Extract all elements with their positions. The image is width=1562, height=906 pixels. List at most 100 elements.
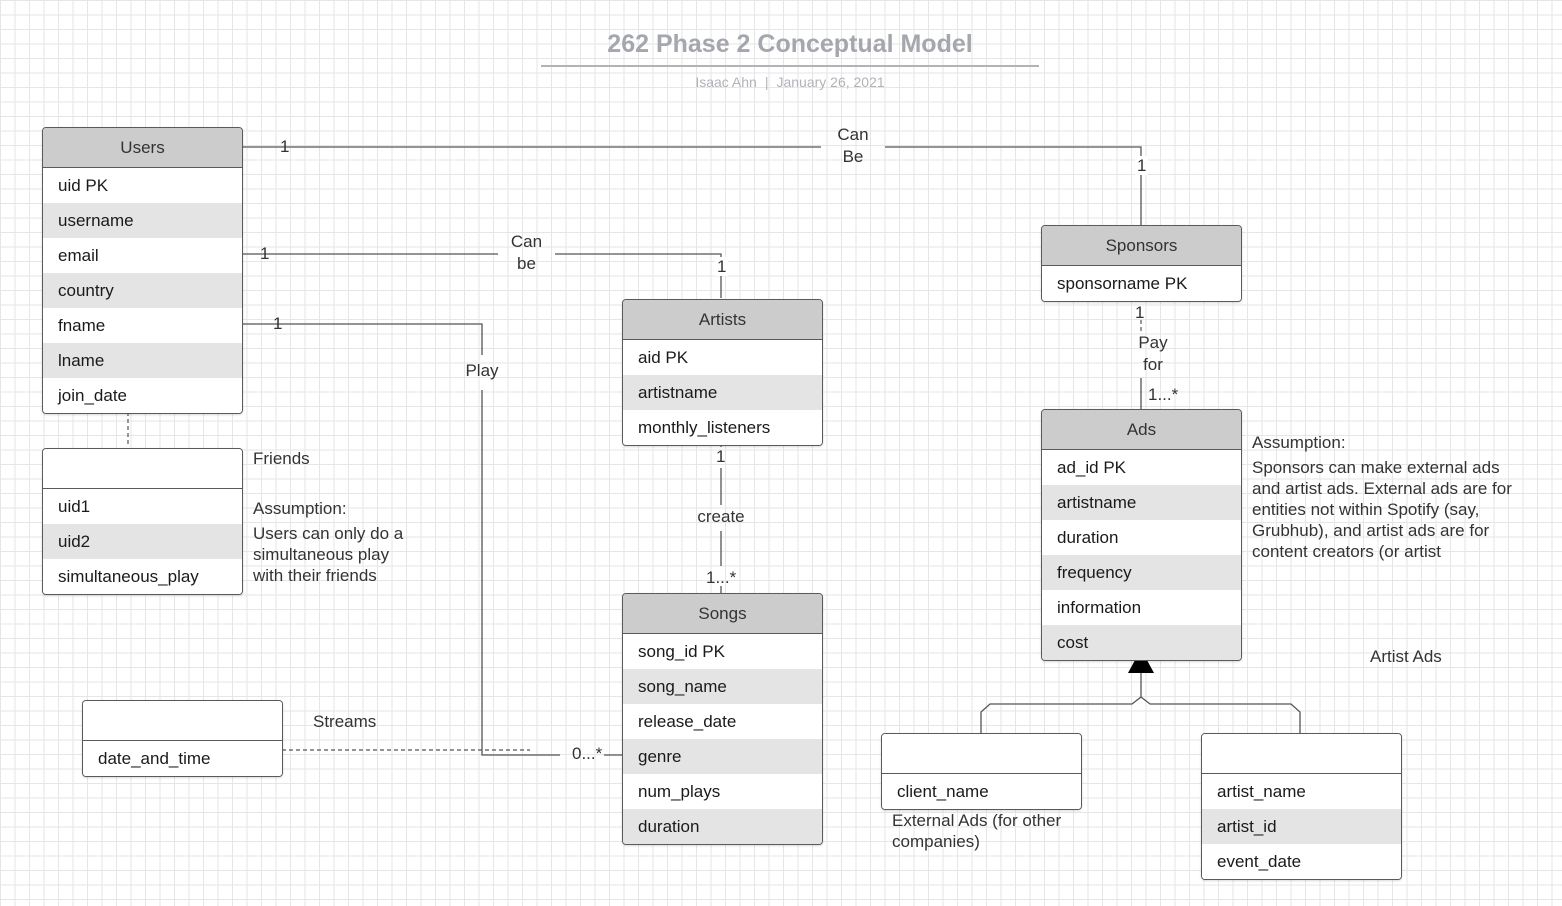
sponsors-ads-label-1: Pay [1138,333,1168,352]
note-line: simultaneous play [253,545,390,564]
artist-ads-label: Artist Ads [1370,647,1442,666]
entity-attribute: lname [43,343,242,378]
entity-attribute: release_date [623,704,822,739]
entity-attribute: client_name [882,774,1081,809]
entity-attribute: event_date [1202,844,1401,879]
entity-attribute: join_date [43,378,242,413]
entity-attribute: date_and_time [83,741,282,776]
external-ads-entity-header [882,734,1081,774]
artists-songs-card-to: 1...* [706,568,737,587]
artists-songs-label: create [697,507,745,526]
entity-attribute: information [1042,590,1241,625]
entity-attribute: num_plays [623,774,822,809]
users-sponsors-connector-2 [885,146,1142,225]
external-ads-label: External Ads (for other companies) [892,810,1092,852]
note-line: Sponsors can make external ads [1252,458,1500,477]
ads-entity[interactable]: Ads ad_id PK artistname duration frequen… [1041,409,1242,661]
sponsors-entity[interactable]: Sponsors sponsorname PK [1041,225,1242,302]
entity-attribute: username [43,203,242,238]
entity-attribute: frequency [1042,555,1241,590]
entity-attribute: aid PK [623,340,822,375]
users-entity[interactable]: Users uid PK username email country fnam… [42,127,243,414]
users-artists-card-from: 1 [260,244,270,263]
entity-attribute: duration [1042,520,1241,555]
entity-attribute: ad_id PK [1042,450,1241,485]
ads-artist-branch [1140,696,1301,733]
entity-attribute: genre [623,739,822,774]
users-songs-card-from: 1 [273,314,283,333]
entity-attribute: artistname [623,375,822,410]
users-songs-connector-2 [481,390,560,756]
users-sponsors-label-2: Be [842,147,864,166]
artists-entity[interactable]: Artists aid PK artistname monthly_listen… [622,299,823,446]
diagram-title: 262 Phase 2 Conceptual Model [607,30,973,58]
songs-entity-header: Songs [623,594,822,634]
ads-external-branch [980,673,1142,733]
card-text: 1 [1135,156,1149,175]
friends-entity[interactable]: uid1 uid2 simultaneous_play [42,448,243,595]
diagram-date: January 26, 2021 [776,74,885,90]
users-sponsors-card-from: 1 [280,137,290,156]
users-sponsors-card-to: 1 [1135,156,1149,176]
users-songs-label: Play [465,361,499,380]
entity-attribute: song_name [623,669,822,704]
label-line: companies) [892,832,980,851]
friends-assumption-note: Assumption: Users can only do a simultan… [253,498,443,586]
card-text: 1 [715,257,729,276]
artists-entity-header: Artists [623,300,822,340]
sponsors-entity-header: Sponsors [1042,226,1241,266]
sponsors-ads-label-2: for [1143,355,1163,374]
note-line: Users can only do a [253,524,404,543]
streams-entity[interactable]: date_and_time [82,700,283,777]
title-underline [541,65,1039,67]
streams-entity-header [83,701,282,741]
entity-attribute: fname [43,308,242,343]
note-heading: Assumption: [1252,433,1346,452]
users-songs-connector [242,323,483,355]
users-songs-card-to: 0...* [572,744,603,763]
author-name: Isaac Ahn [695,74,757,90]
entity-attribute: uid1 [43,489,242,524]
sponsors-ads-card-from: 1 [1135,303,1145,322]
label-line: External Ads (for other [892,811,1062,830]
diagram-subtitle: Isaac Ahn | January 26, 2021 [541,74,1039,90]
entity-attribute: artistname [1042,485,1241,520]
subtitle-separator: | [764,74,769,90]
users-artists-connector-2 [555,253,722,298]
sponsors-ads-card-to: 1...* [1148,385,1179,404]
entity-attribute: simultaneous_play [43,559,242,594]
artists-songs-card-from: 1 [716,447,726,466]
users-entity-header: Users [43,128,242,168]
entity-attribute: uid2 [43,524,242,559]
entity-attribute: uid PK [43,168,242,203]
friends-entity-header [43,449,242,489]
entity-attribute: cost [1042,625,1241,660]
entity-attribute: country [43,273,242,308]
ads-entity-header: Ads [1042,410,1241,450]
artist-ads-entity-header [1202,734,1401,774]
users-artists-card-to: 1 [715,257,729,277]
users-artists-label-2: be [517,254,536,273]
streams-label: Streams [313,712,377,731]
entity-attribute: email [43,238,242,273]
users-artists-label-1: Can [510,232,543,251]
note-heading: Assumption: [253,499,347,518]
note-line: Grubhub), and artist ads are for [1252,521,1490,540]
entity-attribute: monthly_listeners [623,410,822,445]
note-line: and artist ads. External ads are for [1252,479,1512,498]
entity-attribute: artist_id [1202,809,1401,844]
artist-ads-entity[interactable]: artist_name artist_id event_date [1201,733,1402,880]
ads-assumption-note: Assumption: Sponsors can make external a… [1252,432,1552,562]
note-line: content creators (or artist [1252,542,1441,561]
friends-label: Friends [253,449,310,468]
entity-attribute: artist_name [1202,774,1401,809]
external-ads-entity[interactable]: client_name [881,733,1082,810]
entity-attribute: song_id PK [623,634,822,669]
users-sponsors-label-1: Can [837,125,869,144]
note-line: with their friends [253,566,377,585]
songs-entity[interactable]: Songs song_id PK song_name release_date … [622,593,823,845]
note-line: entities not within Spotify (say, [1252,500,1480,519]
generalization-arrow-icon [1128,649,1154,673]
